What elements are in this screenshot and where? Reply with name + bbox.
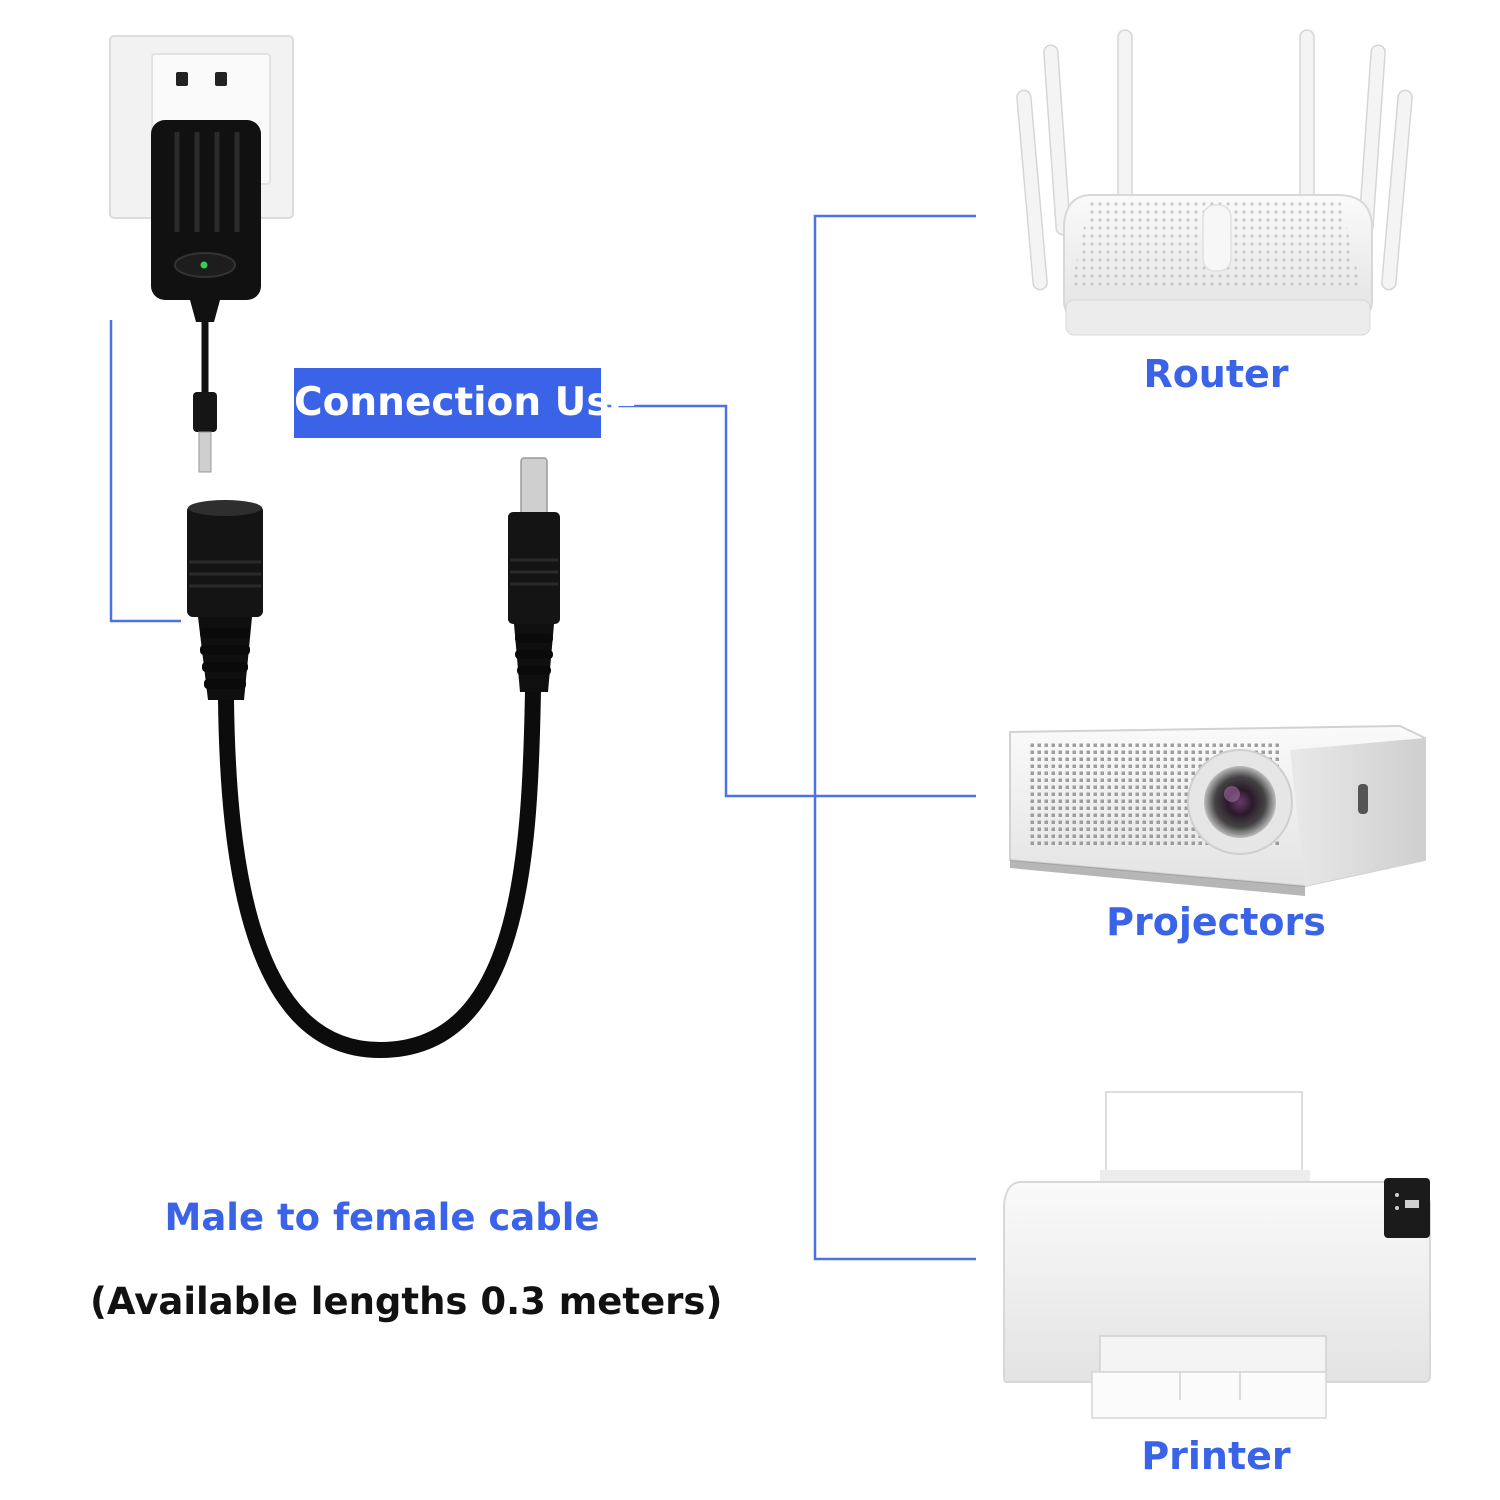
connection-use-badge: Connection Use bbox=[294, 368, 636, 438]
cable-title: Male to female cable bbox=[164, 1196, 600, 1239]
device-bus-line bbox=[813, 214, 976, 1261]
router-icon bbox=[1016, 29, 1413, 336]
adapter-bracket-line bbox=[109, 320, 181, 623]
projector-icon bbox=[1009, 724, 1426, 896]
power-adapter-icon bbox=[151, 120, 261, 473]
cable-length-note: (Available lengths 0.3 meters) bbox=[90, 1280, 723, 1323]
printer-icon bbox=[1003, 1091, 1431, 1419]
dc-cable-icon bbox=[187, 457, 560, 1059]
projectors-label: Projectors bbox=[1106, 900, 1326, 944]
router-label: Router bbox=[1143, 352, 1289, 396]
printer-label: Printer bbox=[1141, 1434, 1291, 1478]
connection-line bbox=[601, 404, 976, 798]
connector-lines bbox=[109, 214, 976, 1261]
